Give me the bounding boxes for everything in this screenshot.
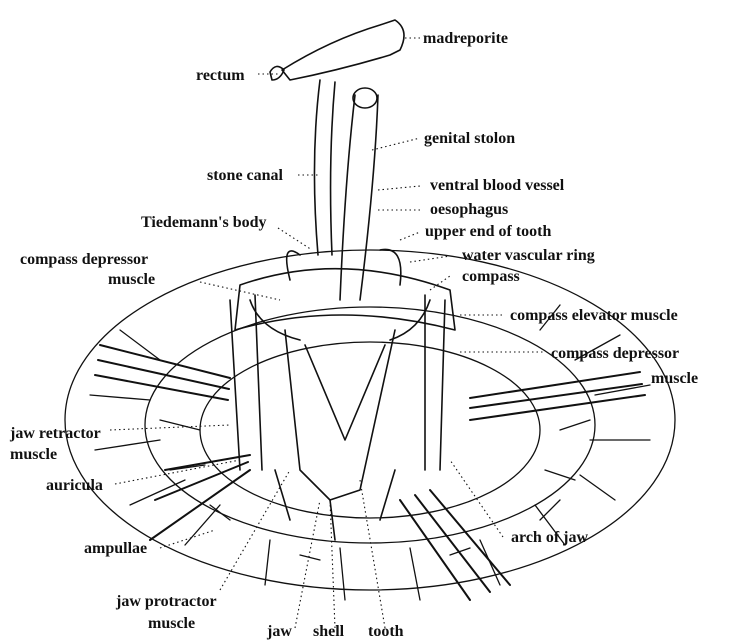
label-rectum: rectum (196, 67, 245, 84)
label-madreporite: madreporite (423, 30, 508, 47)
label-jaw-retractor-2: muscle (10, 446, 57, 463)
label-compass-depressor-right-1: compass depressor (551, 345, 679, 362)
label-ventral-blood-vessel: ventral blood vessel (430, 177, 565, 194)
label-compass: compass (462, 268, 520, 285)
lantern-drawing (230, 249, 455, 540)
shell-drawing (65, 250, 675, 600)
label-tiedemanns-body: Tiedemann's body (141, 214, 267, 231)
label-compass-depressor-right-2: muscle (651, 370, 698, 387)
label-ampullae: ampullae (84, 540, 147, 557)
label-oesophagus: oesophagus (430, 201, 508, 218)
canal-drawing (270, 20, 404, 300)
label-jaw: jaw (266, 623, 292, 640)
label-auricula: auricula (46, 477, 103, 494)
label-stone-canal: stone canal (207, 167, 284, 184)
labels: madreporite rectum genital stolon stone … (9, 30, 698, 640)
label-jaw-protractor-1: jaw protractor (115, 593, 217, 610)
label-compass-elevator-muscle: compass elevator muscle (510, 307, 678, 324)
label-compass-depressor-left-1: compass depressor (20, 251, 148, 268)
label-water-vascular-ring: water vascular ring (462, 247, 595, 264)
label-genital-stolon: genital stolon (424, 130, 515, 147)
label-tooth: tooth (368, 623, 404, 640)
label-upper-end-of-tooth: upper end of tooth (425, 223, 551, 240)
label-jaw-retractor-1: jaw retractor (9, 425, 101, 442)
label-arch-of-jaw: arch of jaw (511, 529, 588, 546)
label-shell: shell (313, 623, 345, 640)
label-compass-depressor-left-2: muscle (108, 271, 155, 288)
label-jaw-protractor-2: muscle (148, 615, 195, 632)
